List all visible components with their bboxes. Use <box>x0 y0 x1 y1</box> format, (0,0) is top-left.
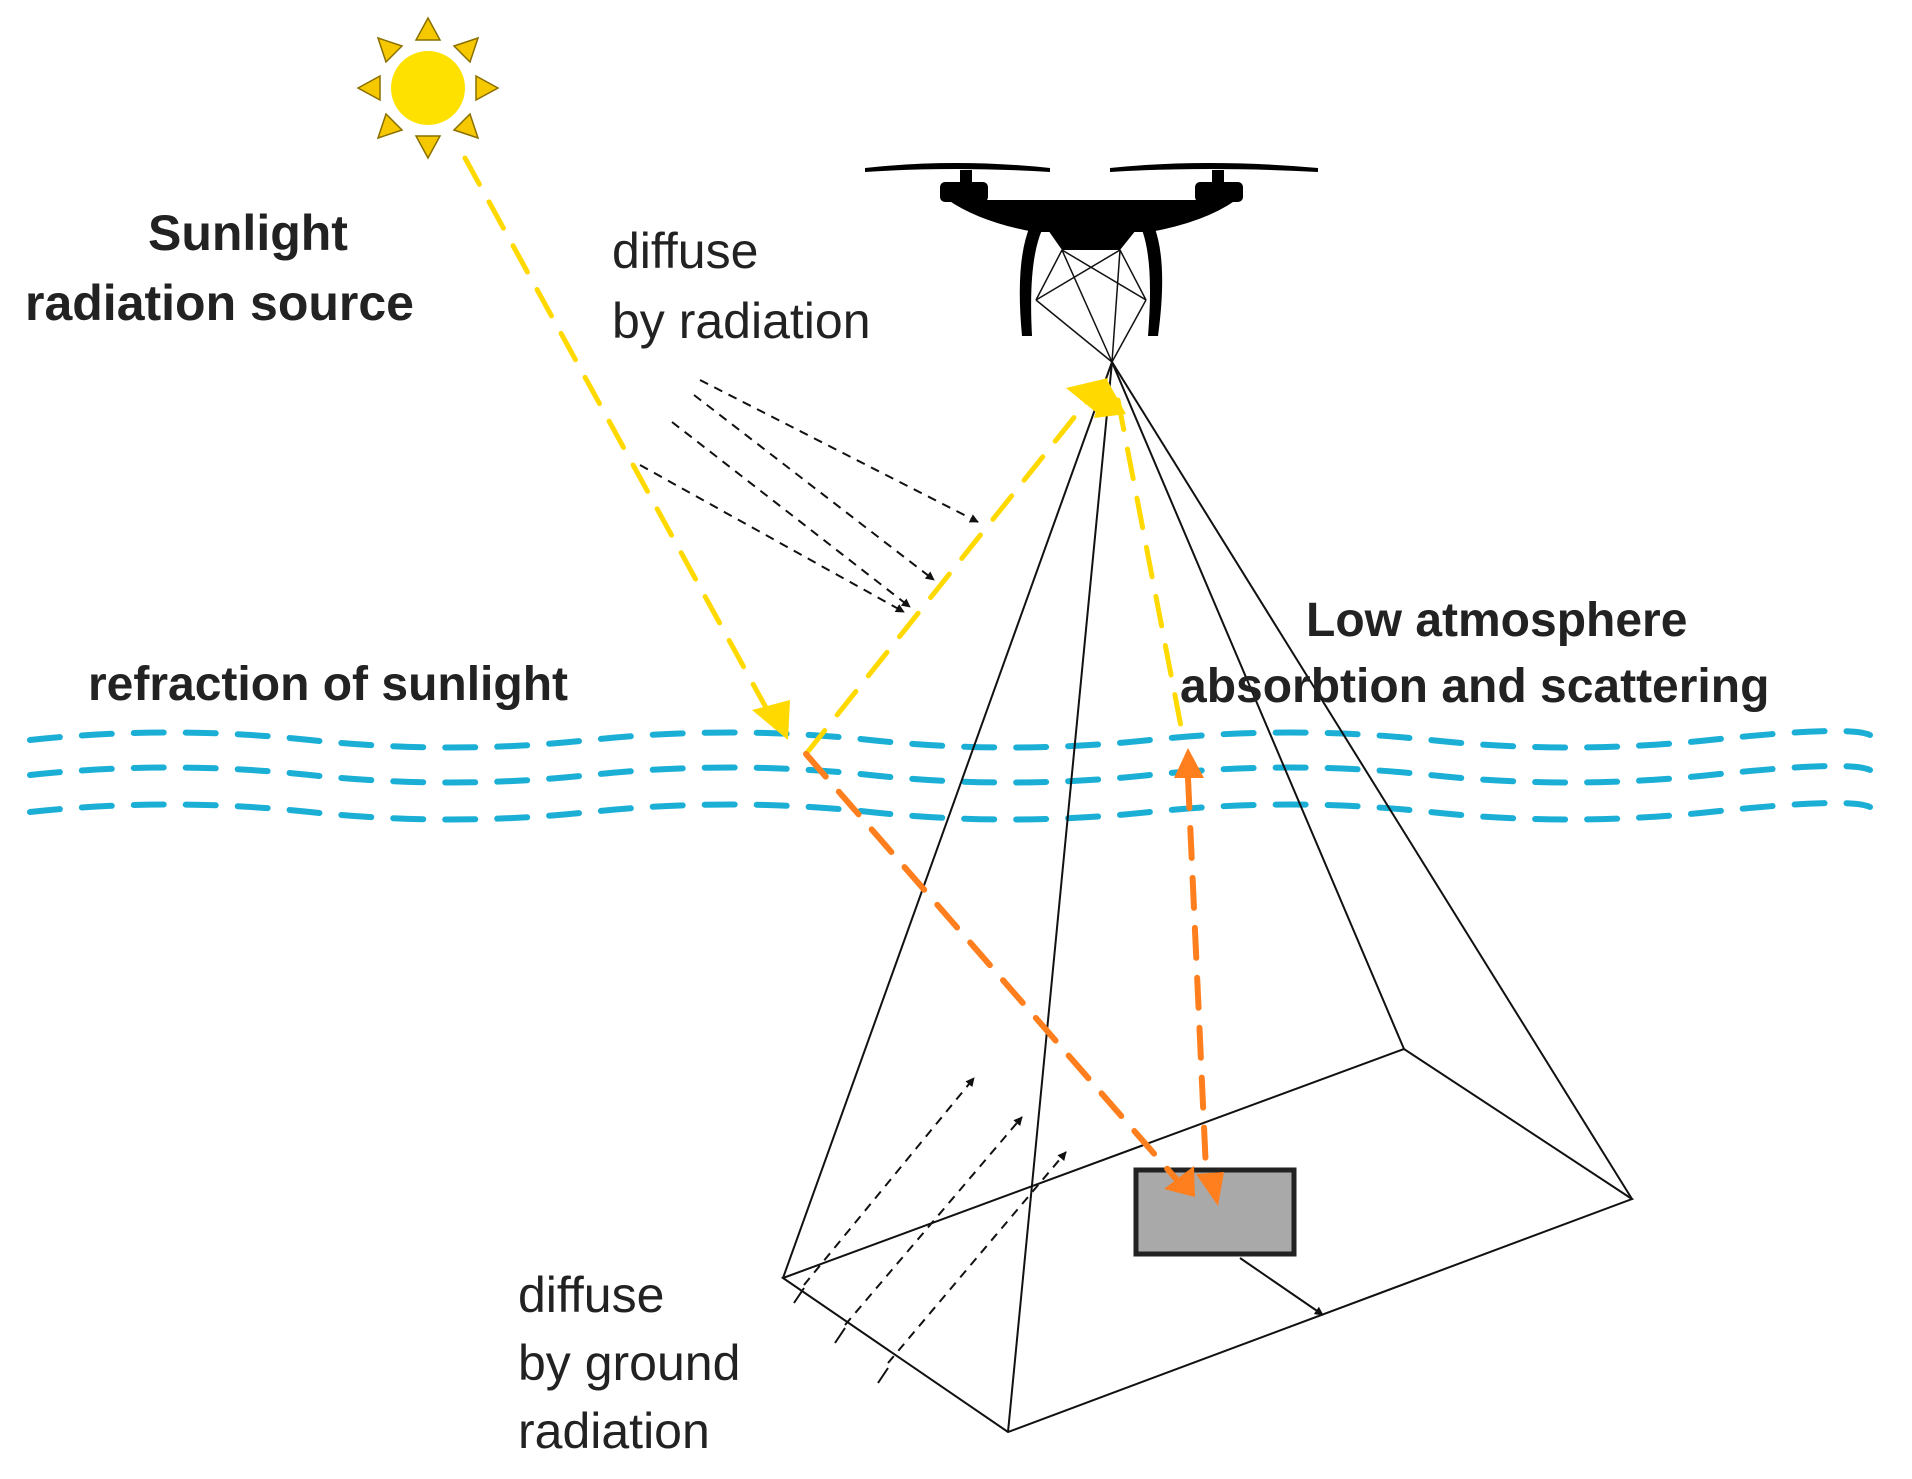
refracted-arrowheads <box>1164 748 1224 1206</box>
sunlight-path <box>462 155 1186 757</box>
arrowhead <box>1066 378 1108 414</box>
arrowhead <box>752 700 790 740</box>
low-atmosphere-label-line2: absorbtion and scattering <box>1180 660 1769 713</box>
sunlight-source-label-line1: Sunlight <box>148 205 348 261</box>
sensor-field-of-view <box>780 361 1635 1434</box>
water-wave-row <box>27 763 1873 786</box>
drone-icon <box>865 163 1318 363</box>
arrowhead <box>1174 748 1204 778</box>
diffuse-ground-label-line3: radiation <box>518 1403 710 1459</box>
water-wave-row <box>27 800 1873 823</box>
ground-footprint <box>780 1047 1635 1434</box>
diffuse-ground-label-line2: by ground <box>518 1335 740 1391</box>
diffuse-radiation-arrows <box>639 379 979 613</box>
refraction-label: refraction of sunlight <box>88 658 568 711</box>
water-wave-row <box>27 728 1873 751</box>
refracted-light-path <box>803 751 1209 1183</box>
atmosphere-water-layer <box>27 728 1873 823</box>
arrowhead <box>1164 1166 1195 1197</box>
target-pointer-line <box>1239 1257 1324 1316</box>
arrowhead <box>1196 1172 1224 1206</box>
sunlight-source-label-line2: radiation source <box>25 275 414 331</box>
sun-icon <box>356 16 500 160</box>
ground-tick-marks <box>793 1287 889 1384</box>
diffuse-ground-label-line1: diffuse <box>518 1267 664 1323</box>
diffuse-ground-arrows <box>803 1077 1067 1364</box>
arrowhead <box>1094 378 1126 418</box>
diffuse-radiation-label-line1: diffuse <box>612 223 758 279</box>
sunlight-arrowheads <box>752 378 1126 740</box>
low-atmosphere-label-line1: Low atmosphere <box>1306 594 1687 647</box>
diffuse-radiation-label-line2: by radiation <box>612 293 871 349</box>
